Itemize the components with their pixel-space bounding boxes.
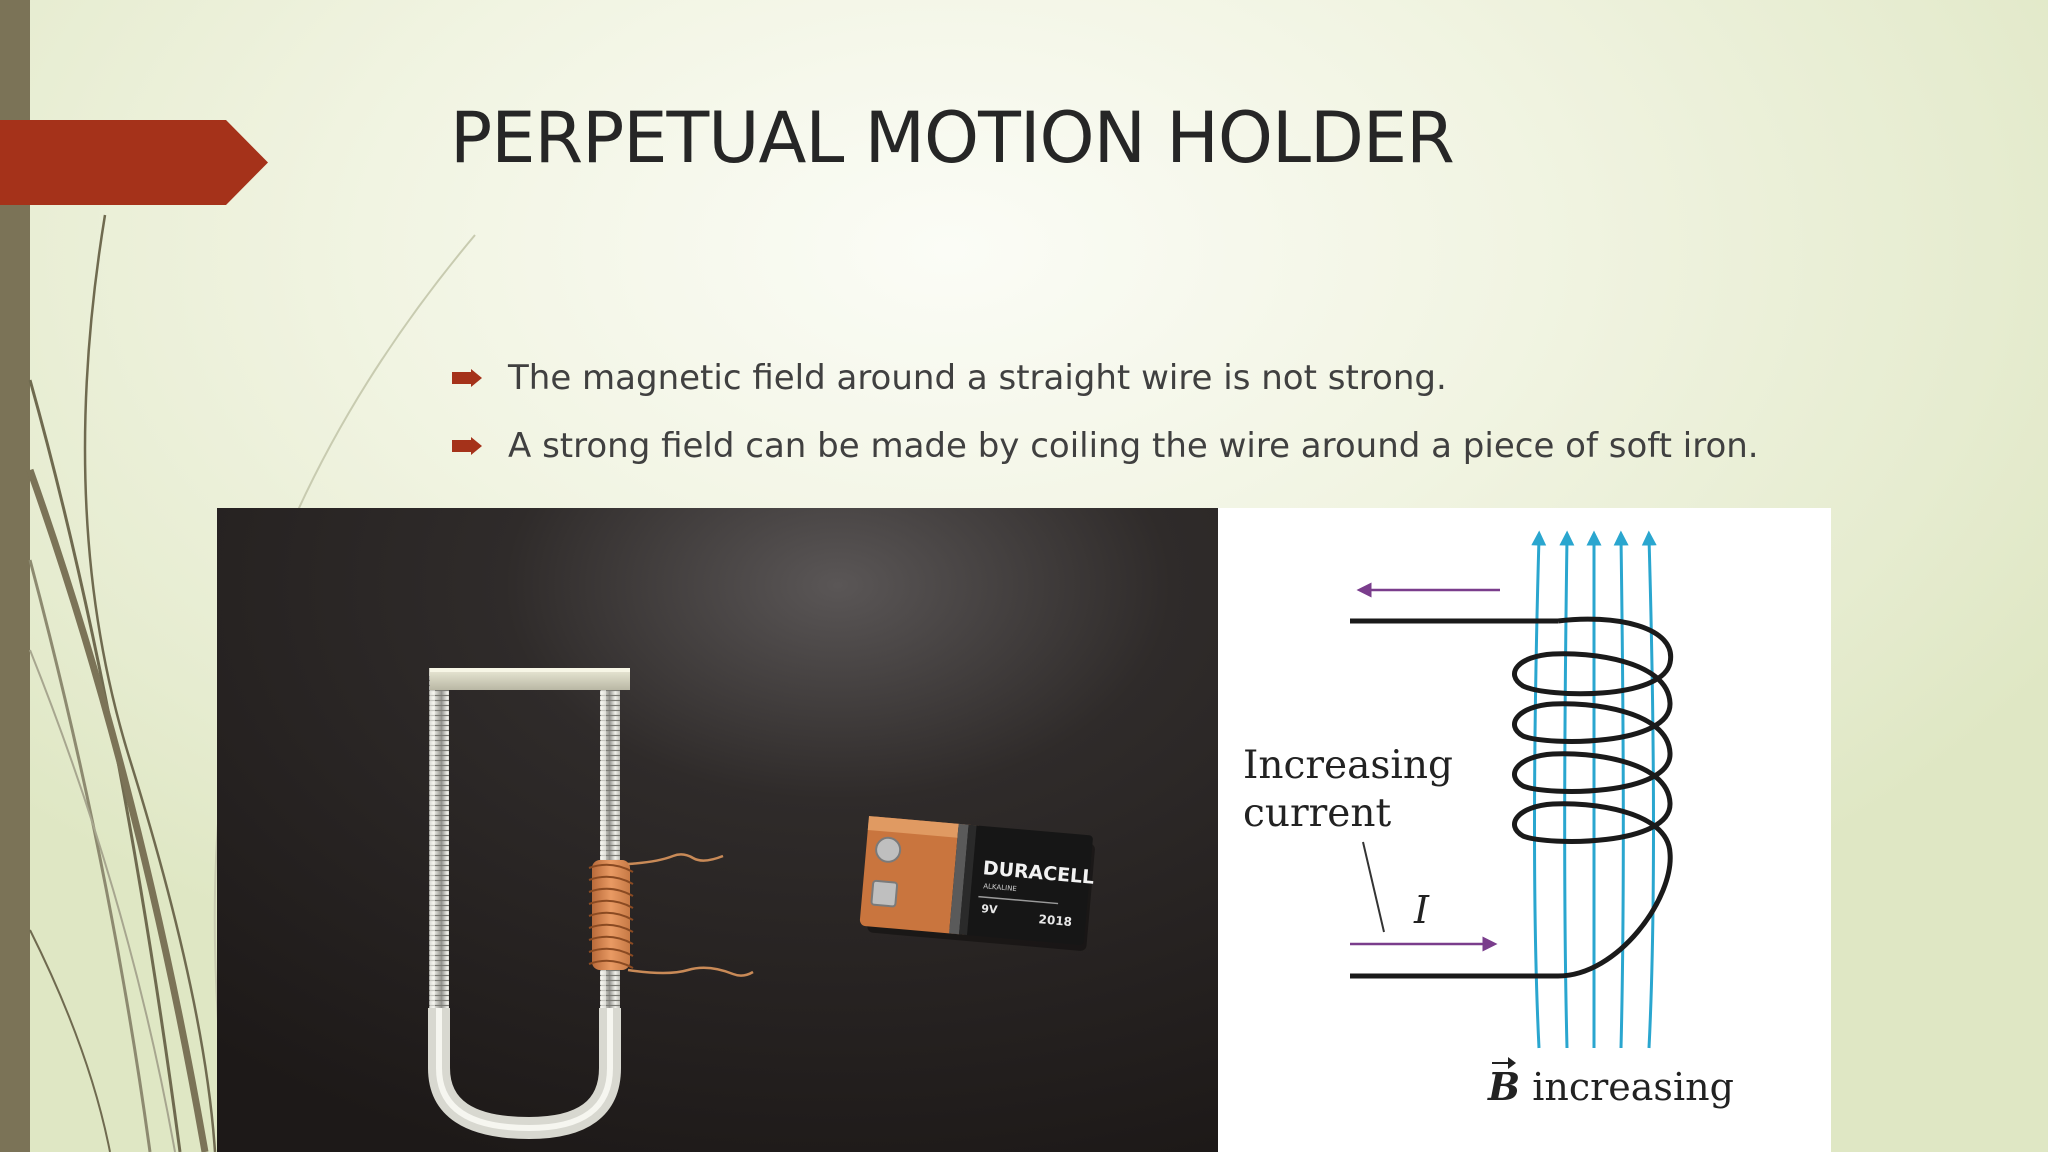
increasing-label: Increasing [1243, 743, 1453, 788]
b-vector-symbol: B [1488, 1057, 1521, 1109]
b-increasing-text: increasing [1532, 1065, 1734, 1109]
svg-text:ALKALINE: ALKALINE [983, 882, 1017, 893]
bullet-list: The magnetic field around a straight wir… [450, 352, 1759, 488]
label-pointer-line [1362, 841, 1385, 933]
iron-bar [430, 668, 630, 690]
solenoid-diagram: Increasing current I B increasing [1218, 508, 1831, 1152]
current-arrows [1350, 582, 1500, 952]
current-label: current [1243, 791, 1392, 836]
b-increasing-label: B increasing [1488, 1057, 1734, 1109]
arrow-bullet-icon [452, 437, 482, 455]
battery-date: 2018 [1038, 912, 1072, 929]
current-symbol-label: I [1414, 888, 1430, 932]
bullet-text: The magnetic field around a straight wir… [508, 358, 1447, 398]
bullet-text: A strong field can be made by coiling th… [508, 426, 1759, 466]
slide-title: PERPETUAL MOTION HOLDER [450, 97, 1455, 179]
arrow-bullet-icon [452, 369, 482, 387]
title-accent-arrow [0, 120, 268, 205]
electromagnet-photo: DURACELL ALKALINE 9V 2018 [217, 508, 1218, 1152]
battery-9v: DURACELL ALKALINE 9V 2018 [859, 816, 1095, 951]
bullet-item: The magnetic field around a straight wir… [450, 352, 1759, 420]
bullet-item: A strong field can be made by coiling th… [450, 420, 1759, 488]
battery-voltage: 9V [981, 902, 999, 916]
copper-coil [588, 853, 754, 977]
coil-wire [1350, 616, 1674, 979]
solenoid-drawing [1350, 530, 1674, 1049]
